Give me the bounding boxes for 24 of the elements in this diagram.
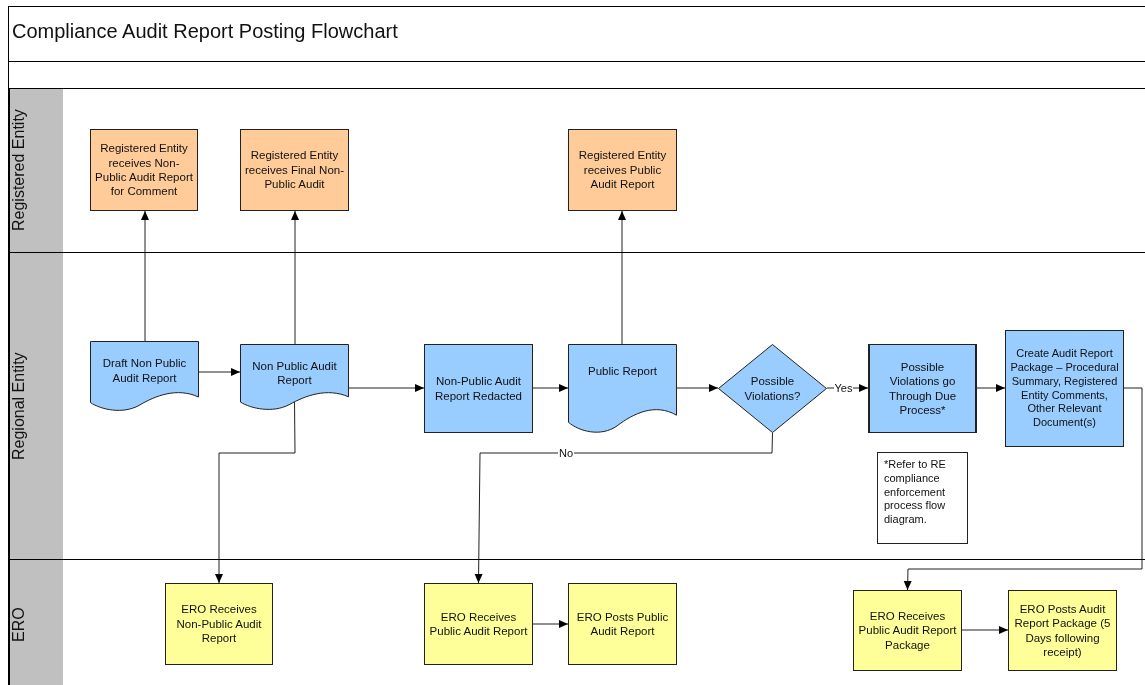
- process-box: Registered Entity receives Final Non-Public Audit: [240, 129, 349, 211]
- lane-header: Regional Entity: [9, 253, 63, 559]
- process-box: Non-Public Audit Report Redacted: [424, 344, 533, 433]
- process-box: Registered Entity receives Public Audit Report: [568, 129, 677, 211]
- document-shape: Public Report: [568, 344, 677, 433]
- decision-diamond: Possible Violations?: [718, 344, 827, 433]
- swimlane: [8, 252, 1145, 559]
- note-box: *Refer to RE compliance enforcement process flow diagram.: [877, 452, 968, 544]
- document-shape: Draft Non Public Audit Report: [90, 341, 199, 411]
- edge-label: Yes: [833, 382, 854, 394]
- process-box: Registered Entity receives Non-Public Audit Report for Comment: [90, 129, 198, 211]
- process-box: ERO Posts Audit Report Package (5 Days following receipt): [1008, 590, 1117, 671]
- process-box: ERO Receives Public Audit Report: [424, 583, 533, 665]
- lane-header: ERO: [9, 560, 63, 685]
- process-box: Create Audit Report Package – Procedural Summary, Registered Entity Comments, Other Relevant Document(s): [1005, 330, 1124, 447]
- diagram-title: Compliance Audit Report Posting Flowchart: [12, 20, 398, 43]
- process-box: ERO Receives Non-Public Audit Report: [165, 583, 273, 665]
- lane-header: Registered Entity: [9, 89, 63, 252]
- document-shape: Non Public Audit Report: [240, 344, 349, 410]
- edge-label: No: [558, 447, 575, 459]
- predefined-process-box: Possible Violations go Through Due Process*: [868, 344, 977, 433]
- swimlane: [8, 559, 1145, 685]
- process-box: ERO Posts Public Audit Report: [568, 583, 677, 665]
- process-box: ERO Receives Public Audit Report Package: [853, 590, 962, 671]
